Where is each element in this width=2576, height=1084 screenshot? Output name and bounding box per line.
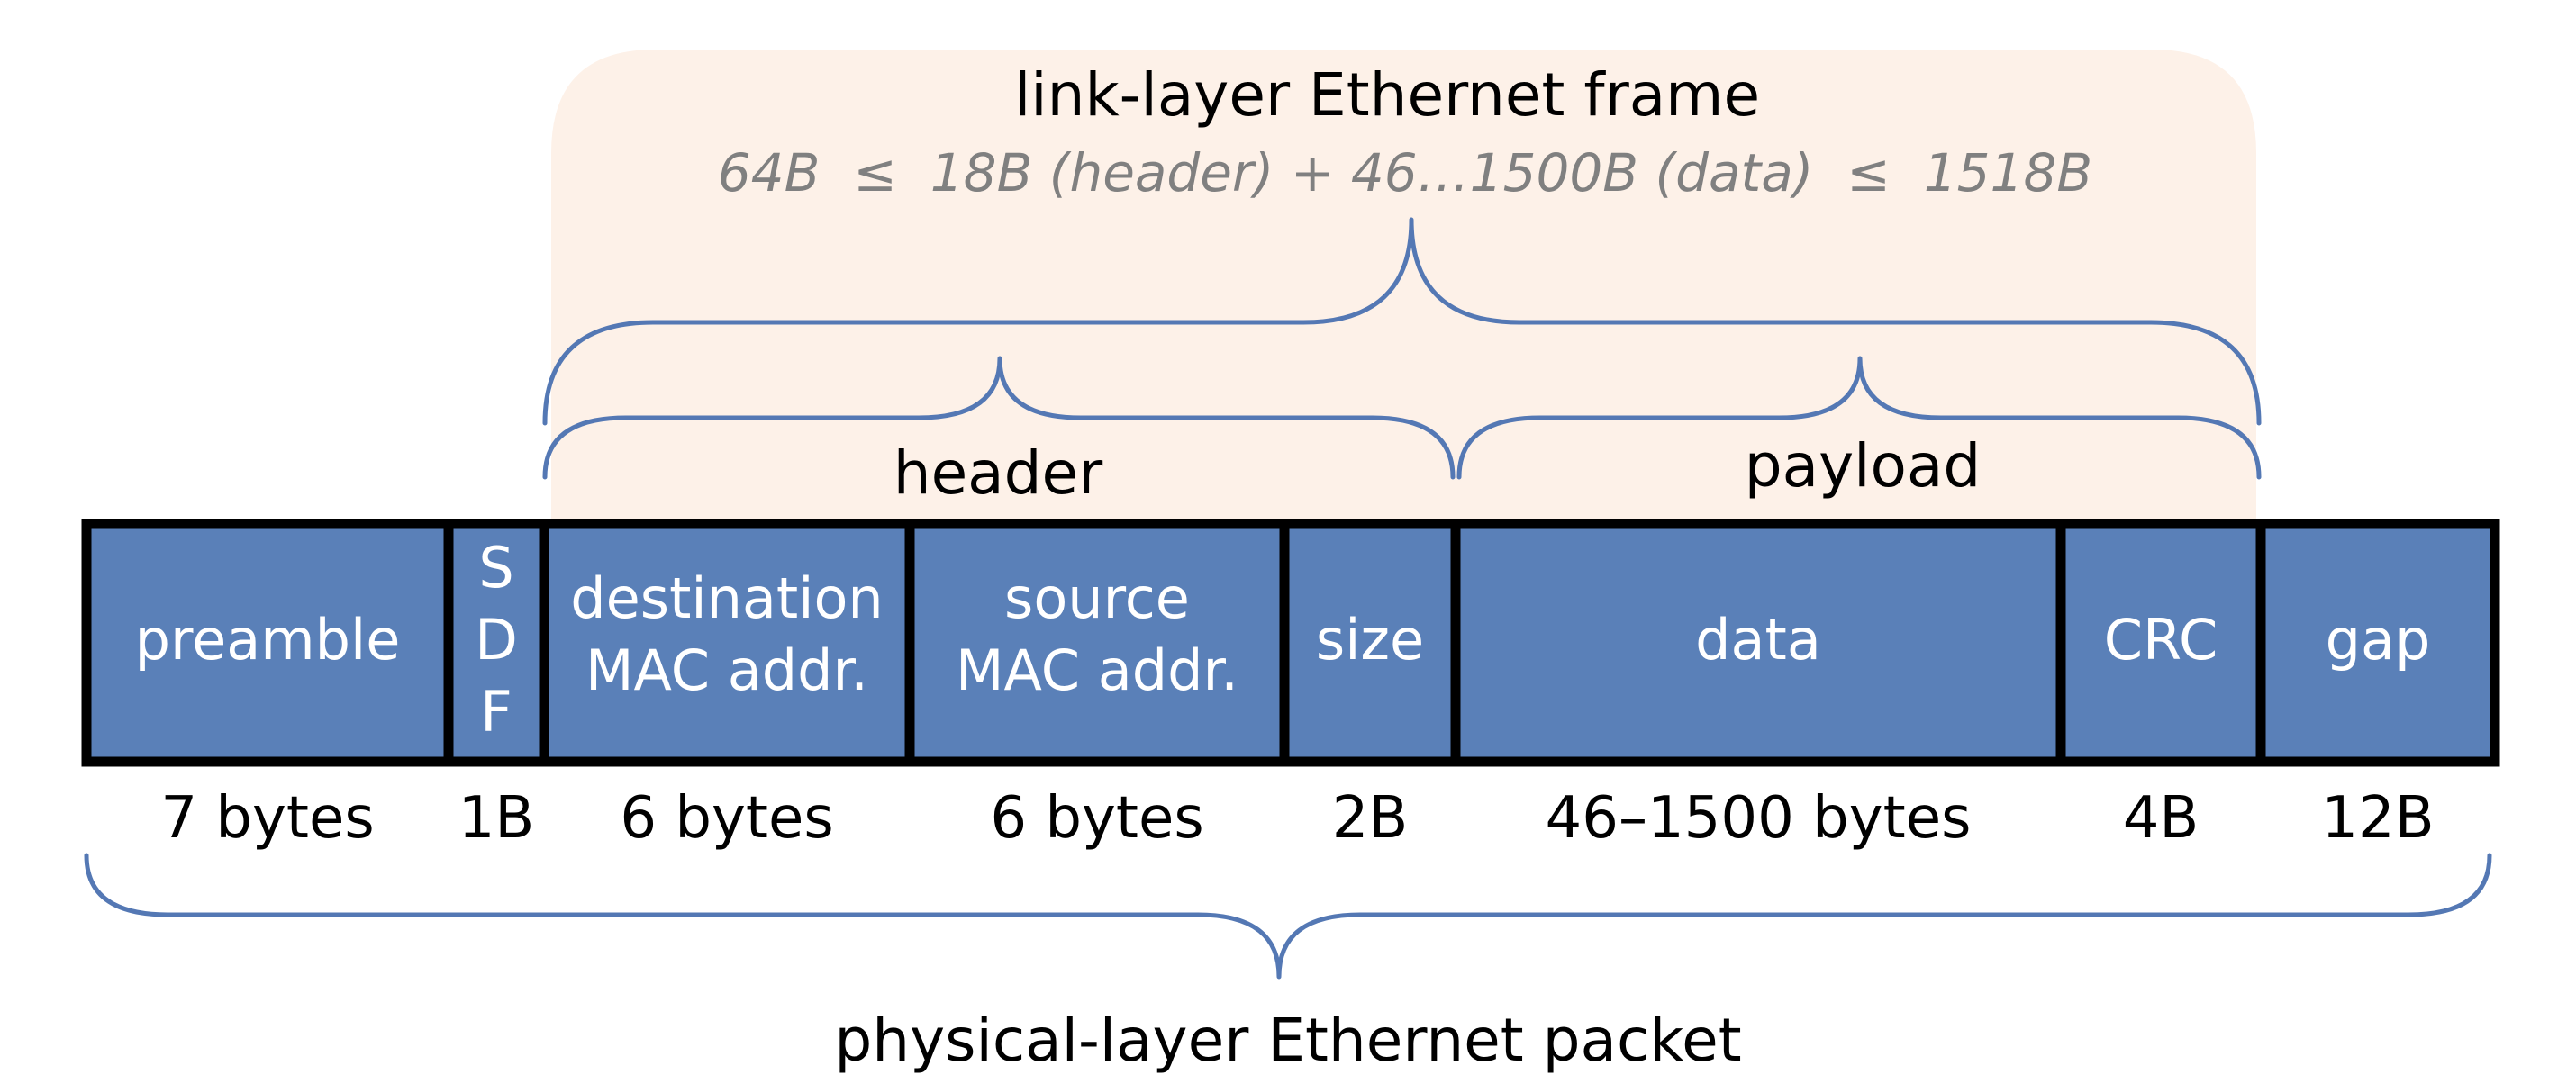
sdf-size: 1B xyxy=(458,785,535,852)
preamble-field xyxy=(81,519,454,767)
source-mac-field xyxy=(904,519,1290,767)
gap-label: gap xyxy=(2326,607,2431,673)
gap-field xyxy=(2255,519,2500,767)
data-size: 46–1500 bytes xyxy=(1546,785,1972,852)
destination-mac-label-line1: destination xyxy=(570,565,883,631)
header-label: header xyxy=(893,438,1103,508)
frame-size-formula: 64B ≤ 18B (header) + 46…1500B (data) ≤ 1… xyxy=(718,142,2092,203)
packet-brace xyxy=(84,853,2492,980)
packet-label: physical-layer Ethernet packet xyxy=(834,1006,1741,1075)
size-label: size xyxy=(1316,607,1424,673)
source-mac-label-line1: source xyxy=(1004,565,1190,631)
destination-mac-size: 6 bytes xyxy=(620,785,833,852)
crc-field xyxy=(2055,519,2266,767)
crc-label: CRC xyxy=(2104,607,2218,673)
source-mac-size: 6 bytes xyxy=(990,785,1203,852)
frame-brace xyxy=(542,217,2262,426)
data-label: data xyxy=(1695,607,1821,673)
destination-mac-label-line2: MAC addr. xyxy=(585,637,868,703)
sdf-label-f: F xyxy=(480,679,512,745)
preamble-size: 7 bytes xyxy=(160,785,374,852)
destination-mac-field xyxy=(539,519,915,767)
sdf-label-s: S xyxy=(478,535,513,601)
preamble-label: preamble xyxy=(135,607,401,673)
size-field xyxy=(1279,519,1461,767)
crc-size: 4B xyxy=(2123,785,2200,852)
frame-title: link-layer Ethernet frame xyxy=(1014,60,1760,130)
header-brace xyxy=(542,356,1456,480)
source-mac-label-line2: MAC addr. xyxy=(956,637,1238,703)
data-field xyxy=(1450,519,2066,767)
size-field-size: 2B xyxy=(1332,785,1409,852)
payload-label: payload xyxy=(1745,431,1981,501)
sdf-label-d: D xyxy=(475,607,518,673)
payload-brace xyxy=(1456,356,2262,480)
gap-size: 12B xyxy=(2321,785,2434,852)
